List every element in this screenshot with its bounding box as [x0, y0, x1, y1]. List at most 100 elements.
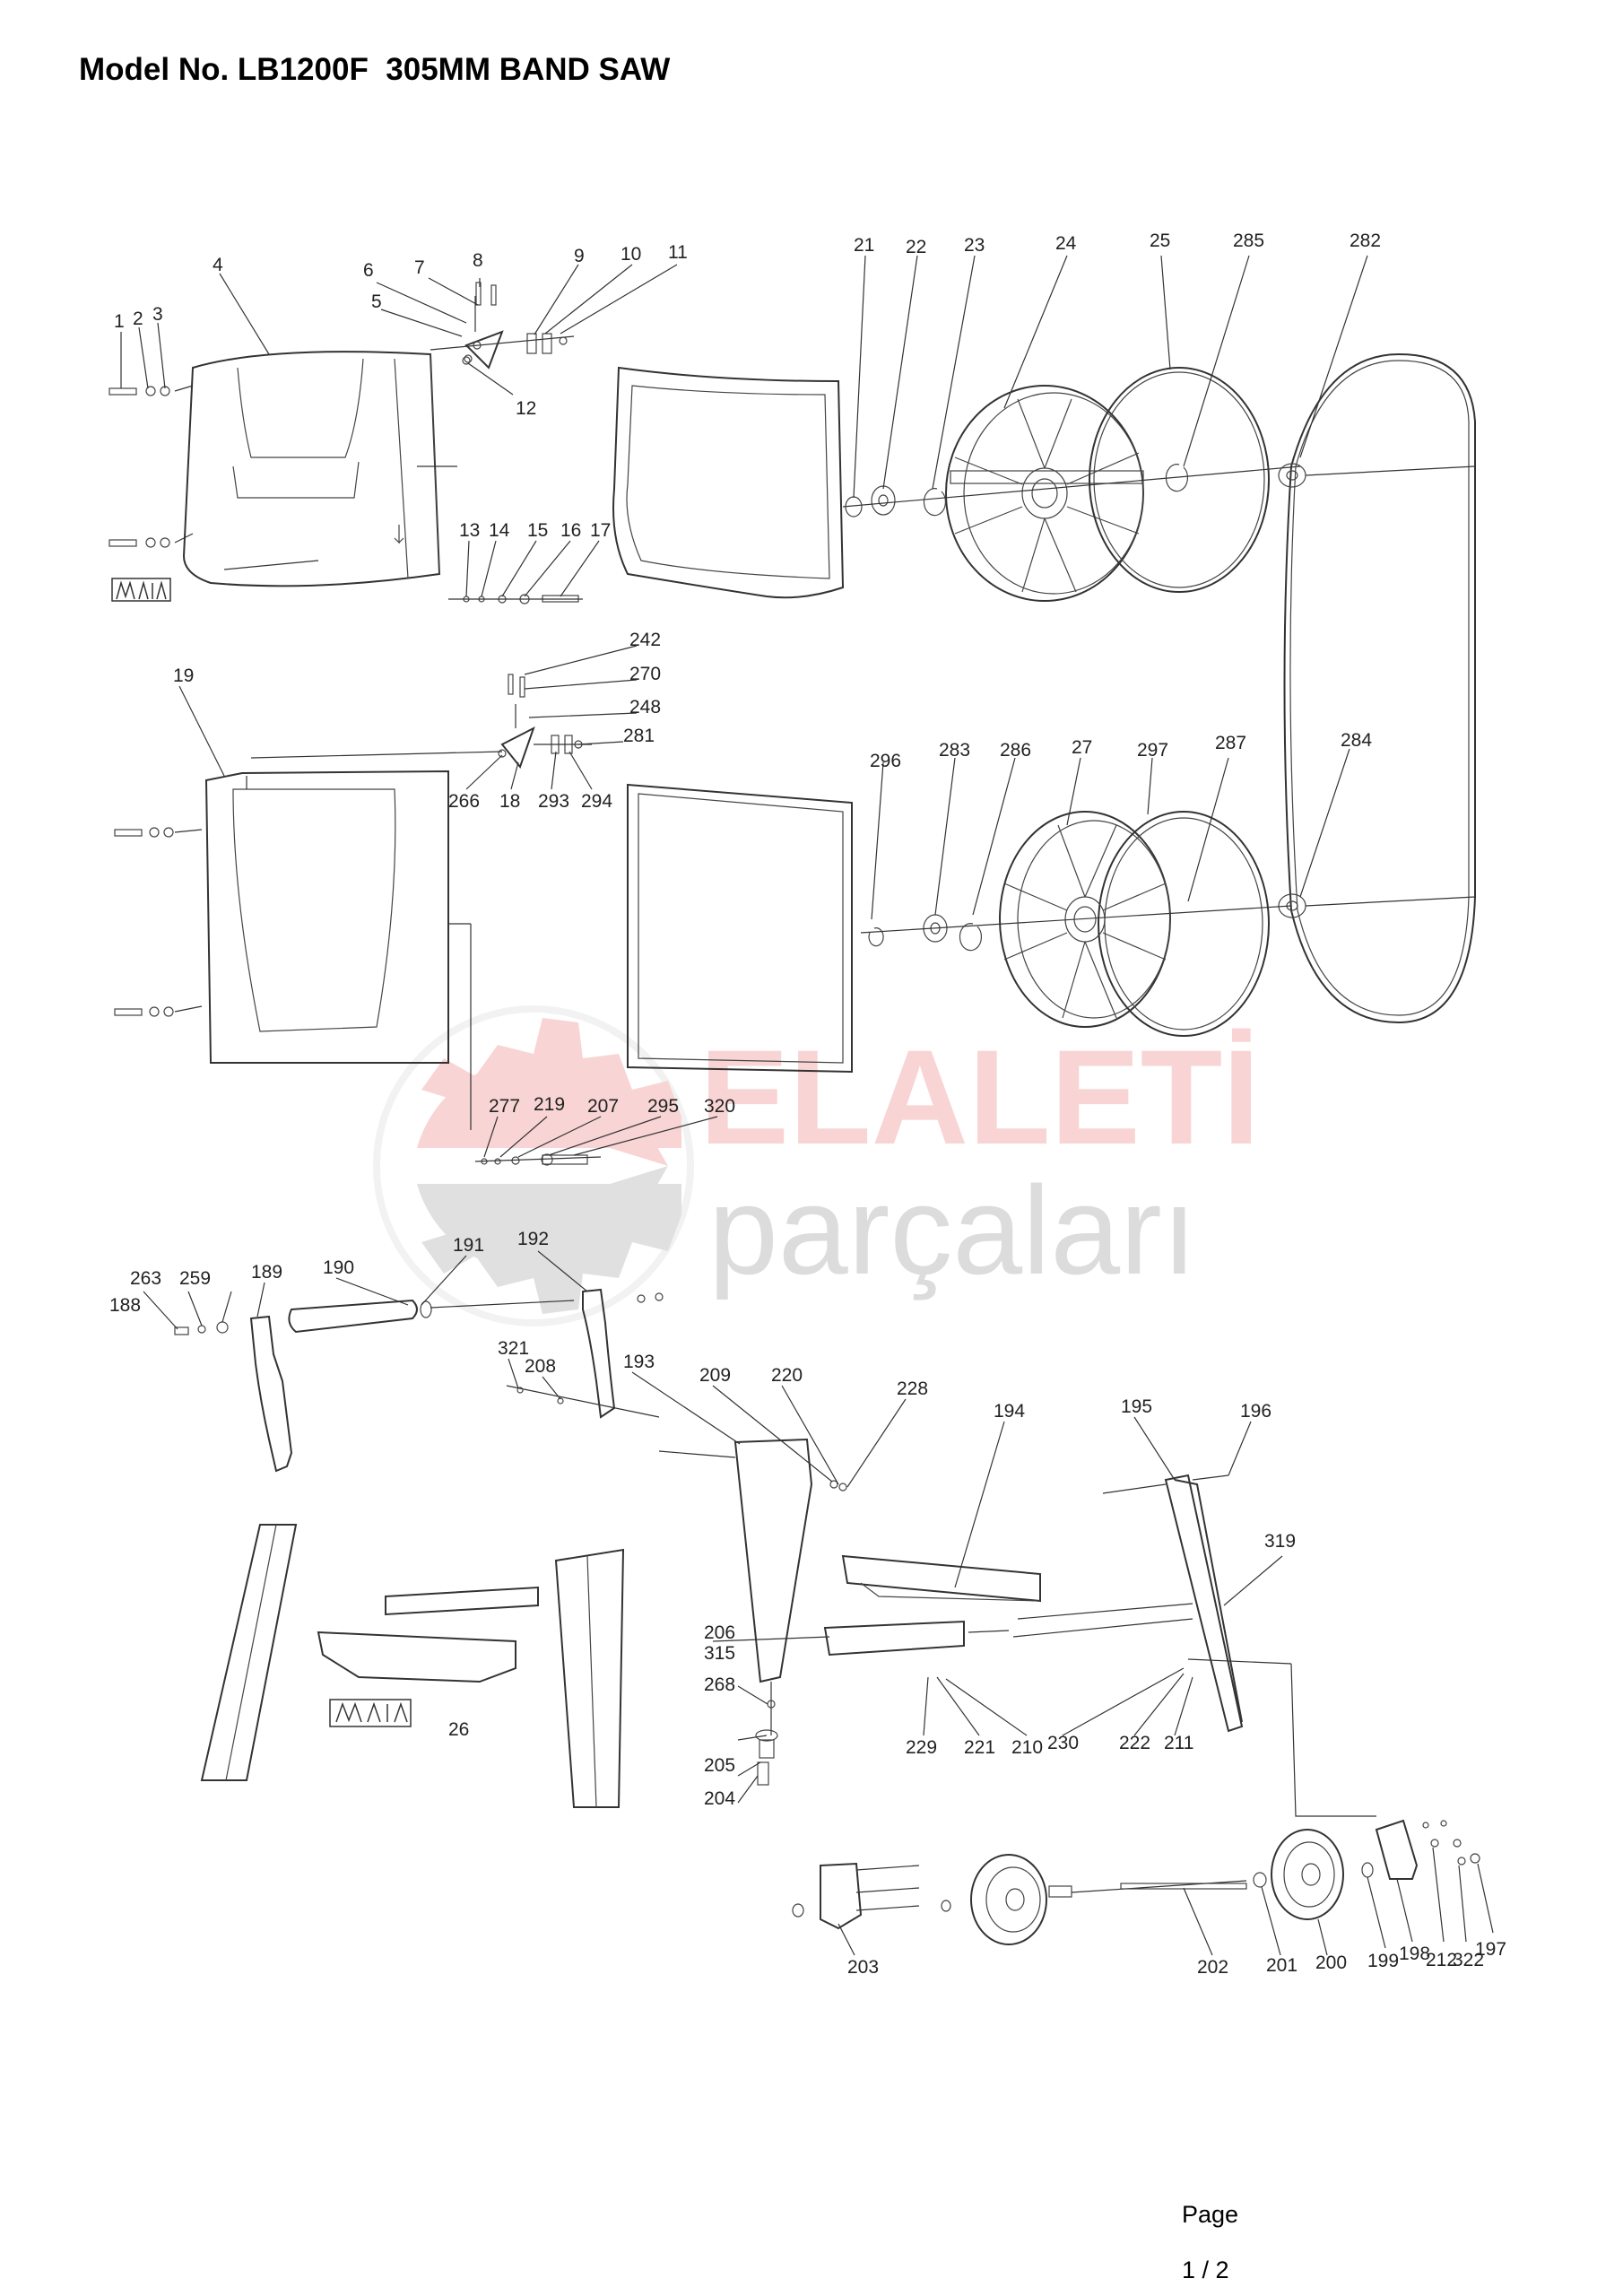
part-label-189: 189 [251, 1262, 282, 1283]
watermark: ELALETİ parçaları [373, 1005, 1260, 1326]
part-label-221: 221 [964, 1737, 995, 1758]
stand-top-assembly [174, 1288, 664, 1473]
part-label-297: 297 [1137, 740, 1168, 761]
part-label-320: 320 [704, 1096, 735, 1117]
lower-cover-group [114, 770, 472, 1130]
part-label-201: 201 [1266, 1955, 1298, 1976]
part-label-242: 242 [629, 630, 661, 650]
part-label-26: 26 [448, 1719, 469, 1740]
lower-latch-assembly [250, 674, 592, 770]
part-label-211: 211 [1164, 1733, 1193, 1753]
callout-leaders [120, 255, 1494, 1956]
lower-window-frame [627, 783, 853, 1074]
part-label-5: 5 [371, 291, 382, 312]
part-label-3: 3 [152, 304, 163, 325]
part-label-10: 10 [621, 244, 641, 265]
part-label-204: 204 [704, 1788, 735, 1809]
part-label-11: 11 [668, 242, 688, 263]
part-label-315: 315 [704, 1643, 735, 1664]
leg-193 [658, 1438, 847, 1786]
lower-tire [1098, 811, 1270, 1037]
watermark-line2: parçaları [708, 1160, 1197, 1300]
part-label-15: 15 [527, 520, 548, 541]
band-saw-blade [1278, 352, 1476, 1024]
lower-wheel [999, 811, 1171, 1028]
part-label-27: 27 [1072, 737, 1092, 758]
part-label-294: 294 [581, 791, 612, 812]
part-label-207: 207 [587, 1096, 619, 1117]
part-label-210: 210 [1011, 1737, 1043, 1758]
part-label-191: 191 [453, 1235, 484, 1256]
part-label-206: 206 [704, 1622, 735, 1643]
part-label-2: 2 [133, 309, 143, 329]
part-label-229: 229 [906, 1737, 937, 1758]
part-label-296: 296 [870, 751, 901, 771]
part-label-270: 270 [629, 664, 661, 684]
part-label-22: 22 [906, 237, 926, 257]
part-label-222: 222 [1119, 1733, 1150, 1753]
upper-tire [1089, 367, 1270, 593]
part-label-12: 12 [516, 398, 536, 419]
part-label-287: 287 [1215, 733, 1246, 753]
makita-logo-lower [329, 1699, 412, 1727]
wheel-assembly [792, 1819, 1480, 1945]
upper-latch-assembly [430, 282, 575, 370]
part-label-198: 198 [1399, 1944, 1430, 1964]
upper-window-frame [612, 366, 845, 599]
part-label-259: 259 [179, 1268, 211, 1289]
part-label-220: 220 [771, 1365, 803, 1386]
part-label-6: 6 [363, 260, 374, 281]
part-label-17: 17 [590, 520, 611, 541]
part-label-202: 202 [1197, 1957, 1228, 1978]
part-label-277: 277 [489, 1096, 520, 1117]
screw-lower-top [114, 827, 203, 1017]
part-label-18: 18 [499, 791, 520, 812]
watermark-line1: ELALETİ [699, 1022, 1260, 1172]
upper-cover-group [108, 351, 457, 602]
part-label-197: 197 [1475, 1939, 1506, 1960]
part-label-293: 293 [538, 791, 569, 812]
part-label-286: 286 [1000, 740, 1031, 761]
part-label-248: 248 [629, 697, 661, 718]
lower-axle-parts [860, 905, 1292, 952]
part-label-23: 23 [964, 235, 985, 256]
part-label-7: 7 [414, 257, 425, 278]
part-label-319: 319 [1264, 1531, 1296, 1552]
stand-legs-left [200, 1524, 625, 1808]
part-label-321: 321 [498, 1338, 529, 1359]
part-label-1: 1 [114, 311, 125, 332]
part-label-205: 205 [704, 1755, 735, 1776]
part-label-8: 8 [473, 250, 483, 271]
part-label-219: 219 [534, 1094, 565, 1115]
page-number: 1 / 2 [1182, 2257, 1229, 2283]
part-label-196: 196 [1240, 1401, 1271, 1422]
part-label-199: 199 [1367, 1951, 1399, 1971]
part-label-16: 16 [560, 520, 581, 541]
part-label-188: 188 [109, 1295, 141, 1316]
page-footer: Page 1 / 2 [1168, 2173, 1238, 2284]
part-label-21: 21 [854, 235, 874, 256]
part-label-282: 282 [1350, 230, 1381, 251]
part-label-193: 193 [623, 1352, 655, 1372]
watermark-gear-icon [373, 1005, 694, 1326]
part-label-209: 209 [699, 1365, 731, 1386]
part-label-203: 203 [847, 1957, 879, 1978]
part-labels: 1 2 3 4 5 6 7 8 9 10 11 12 13 14 15 16 1… [109, 230, 1506, 1978]
part-label-263: 263 [130, 1268, 161, 1289]
part-label-14: 14 [489, 520, 510, 541]
part-label-228: 228 [897, 1378, 928, 1399]
part-label-192: 192 [517, 1229, 549, 1249]
part-label-295: 295 [647, 1096, 679, 1117]
page-label: Page [1182, 2201, 1239, 2228]
part-label-195: 195 [1121, 1396, 1152, 1417]
part-label-190: 190 [323, 1257, 354, 1278]
part-label-322: 322 [1453, 1950, 1484, 1970]
part-label-25: 25 [1150, 230, 1170, 251]
part-label-281: 281 [623, 726, 655, 746]
part-label-24: 24 [1055, 233, 1077, 254]
makita-logo-upper [111, 578, 171, 602]
part-label-4: 4 [213, 255, 223, 275]
part-label-9: 9 [574, 246, 585, 266]
part-label-212: 212 [1426, 1950, 1457, 1970]
